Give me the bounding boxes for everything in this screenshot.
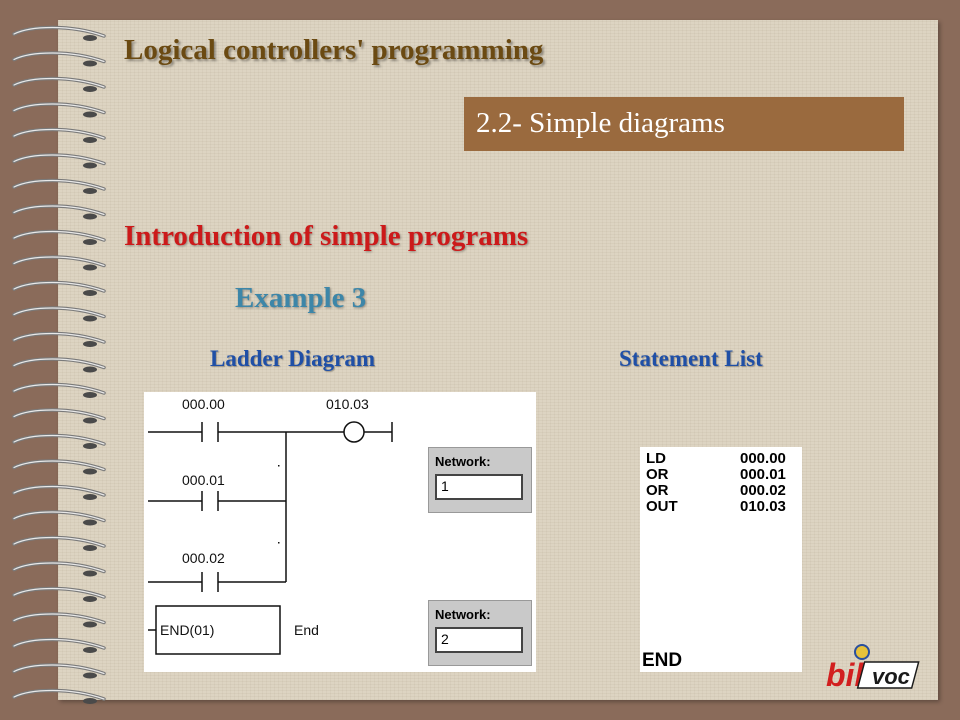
spiral-hole — [83, 213, 97, 220]
spiral-ring-highlight — [13, 689, 105, 700]
spiral-ring-highlight — [13, 103, 105, 114]
spiral-ring-highlight — [13, 460, 105, 471]
spiral-binding — [12, 25, 106, 704]
spiral-ring-highlight — [13, 281, 105, 292]
network-box-2: Network: 2 — [428, 600, 532, 666]
ladder-diagram: 000.00 010.03 000.01 000.02 END(01) End … — [144, 392, 536, 672]
spiral-hole — [83, 621, 97, 628]
spiral-ring-highlight — [13, 638, 105, 649]
bilvoc-logo: bil voc — [826, 644, 920, 692]
spiral-hole — [83, 519, 97, 526]
section-label: 2.2- Simple diagrams — [476, 107, 725, 139]
spiral-ring-highlight — [13, 307, 105, 318]
coil-label: 010.03 — [326, 396, 369, 412]
spiral-hole — [83, 647, 97, 653]
contact-label-1: 000.00 — [182, 396, 225, 412]
spiral-hole — [83, 672, 97, 679]
spiral-hole — [83, 443, 97, 449]
spiral-hole — [83, 162, 97, 169]
statement-list-heading: Statement List — [619, 346, 763, 371]
ladder-diagram-heading: Ladder Diagram — [210, 346, 376, 371]
spiral-ring-highlight — [13, 154, 105, 165]
spiral-ring-highlight — [13, 536, 105, 547]
statement-end: END — [642, 650, 683, 671]
spiral-ring-highlight — [13, 205, 105, 216]
spiral-ring-highlight — [13, 664, 105, 675]
spiral-ring-highlight — [13, 128, 105, 139]
spiral-hole — [83, 35, 97, 41]
spiral-ring-highlight — [13, 562, 105, 573]
section-banner: 2.2- Simple diagrams — [464, 97, 904, 151]
network-box-1: Network: 1 — [428, 447, 532, 513]
statement-list: LD 000.00 OR 000.01 OR 000.02 OUT 010.03… — [640, 447, 802, 672]
logo-text-right: voc — [872, 664, 910, 689]
spiral-ring-highlight — [13, 230, 105, 241]
ladder-lines — [148, 421, 393, 655]
spiral-hole — [83, 468, 97, 475]
spiral-hole — [83, 290, 97, 296]
spiral-hole — [83, 239, 97, 245]
spiral-hole — [83, 264, 97, 271]
spiral-ring-highlight — [13, 587, 105, 598]
spiral-hole — [83, 86, 97, 92]
spiral-hole — [83, 545, 97, 551]
network-number-field[interactable]: 2 — [435, 627, 523, 653]
end-instruction: END(01) — [160, 622, 215, 638]
spiral-hole — [83, 188, 97, 194]
spiral-ring-highlight — [13, 179, 105, 190]
spiral-hole — [83, 366, 97, 373]
spiral-hole — [83, 596, 97, 602]
spiral-ring-highlight — [13, 485, 105, 496]
network-label: Network: — [435, 454, 491, 469]
intro-heading: Introduction of simple programs — [124, 220, 529, 252]
spiral-hole — [83, 341, 97, 347]
spiral-ring-highlight — [13, 383, 105, 394]
spiral-hole — [83, 570, 97, 577]
spiral-hole — [83, 315, 97, 322]
spiral-ring-highlight — [13, 511, 105, 522]
contact-label-2: 000.01 — [182, 472, 225, 488]
network-label: Network: — [435, 607, 491, 622]
spiral-ring-highlight — [13, 77, 105, 88]
spiral-ring-highlight — [13, 26, 105, 37]
spiral-hole — [83, 494, 97, 500]
network-number-field[interactable]: 1 — [435, 474, 523, 500]
spiral-hole — [83, 392, 97, 398]
spiral-hole — [83, 60, 97, 67]
spiral-ring-highlight — [13, 256, 105, 267]
spiral-ring-highlight — [13, 358, 105, 369]
spiral-hole — [83, 698, 97, 704]
spiral-ring-highlight — [13, 613, 105, 624]
spiral-hole — [83, 417, 97, 424]
end-comment: End — [294, 622, 319, 638]
contact-label-3: 000.02 — [182, 550, 225, 566]
spiral-ring-highlight — [13, 52, 105, 63]
spiral-ring-highlight — [13, 409, 105, 420]
example-label: Example 3 — [235, 282, 367, 314]
spiral-hole — [83, 137, 97, 143]
spiral-hole — [83, 111, 97, 118]
spiral-ring-highlight — [13, 434, 105, 445]
spiral-ring-highlight — [13, 332, 105, 343]
slide-title: Logical controllers' programming — [124, 34, 544, 66]
